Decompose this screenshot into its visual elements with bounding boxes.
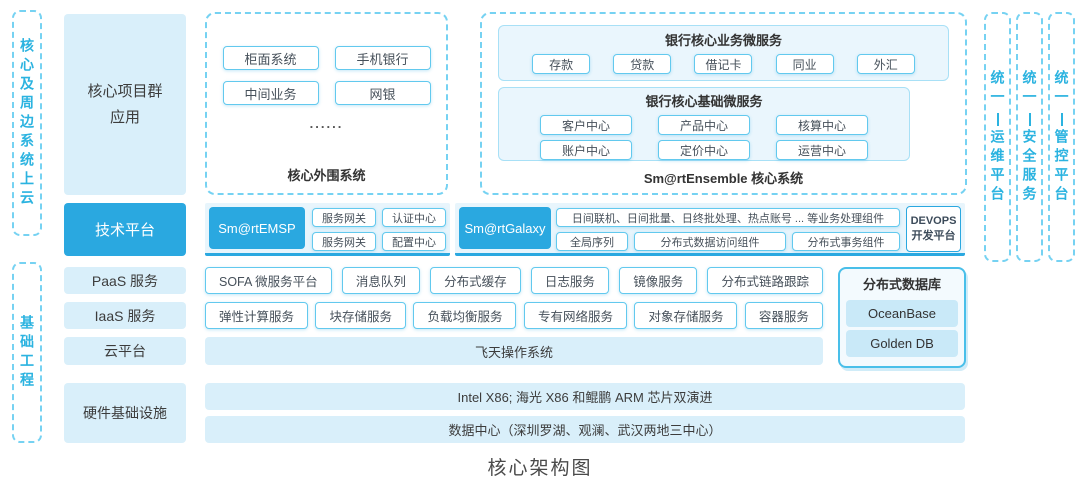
node-batch-components: 日间联机、日间批量、日终批处理、热点账号 ... 等业务处理组件	[556, 208, 900, 227]
peripheral-node-mobile-banking: 手机银行	[334, 46, 431, 70]
rail-divider	[1028, 112, 1031, 126]
galaxy-label: Sm@rtGalaxy	[464, 220, 546, 236]
business-microservices-row: 存款 贷款 借记卡 同业 外汇	[509, 54, 938, 74]
side-iaas-label: IaaS 服务	[94, 307, 156, 324]
side-iaas-block: IaaS 服务	[64, 302, 186, 329]
base-microservices-row-1: 客户中心 产品中心 核算中心	[507, 115, 901, 135]
node-distributed-transaction: 分布式事务组件	[792, 232, 900, 251]
galaxy-block: Sm@rtGalaxy	[459, 207, 551, 249]
right-rail-control-prefix: 统一	[1053, 69, 1070, 108]
ensemble-core-panel: 银行核心业务微服务 存款 贷款 借记卡 同业 外汇 银行核心基础微服务 客户中心…	[480, 12, 967, 195]
right-rail-ops-prefix: 统一	[989, 69, 1006, 108]
side-paas-block: PaaS 服务	[64, 267, 186, 294]
left-rail-core-cloud: 核心及周边系统上云	[12, 10, 42, 236]
node-operation-center: 运营中心	[776, 140, 868, 160]
right-rail-security-prefix: 统一	[1021, 69, 1038, 108]
node-loan: 贷款	[613, 54, 672, 74]
business-microservices-group: 银行核心业务微服务 存款 贷款 借记卡 同业 外汇	[498, 25, 949, 81]
left-rail-core-cloud-label: 核心及周边系统上云	[19, 37, 35, 209]
right-rail-security-label: 安全服务	[1021, 128, 1038, 205]
node-deposit: 存款	[532, 54, 591, 74]
node-block-storage: 块存储服务	[315, 302, 406, 329]
distributed-database-title: 分布式数据库	[862, 277, 941, 292]
node-auth-center: 认证中心	[382, 208, 446, 227]
peripheral-row-2: 中间业务 网银	[222, 81, 431, 105]
side-tech-label: 技术平台	[94, 222, 155, 239]
node-product-center: 产品中心	[658, 115, 750, 135]
node-sofa-platform: SOFA 微服务平台	[205, 267, 332, 294]
side-hardware-label: 硬件基础设施	[83, 405, 167, 421]
chip-evolution-bar: Intel X86; 海光 X86 和鲲鹏 ARM 芯片双演进	[205, 383, 965, 410]
rail-divider	[1060, 112, 1063, 126]
emsp-block: Sm@rtEMSP	[209, 207, 305, 249]
peripheral-ellipsis: ......	[309, 116, 344, 131]
node-account-center: 账户中心	[540, 140, 632, 160]
node-private-network: 专有网络服务	[523, 302, 627, 329]
right-rail-ops-platform: 统一 运维平台	[984, 12, 1011, 262]
base-microservices-group: 银行核心基础微服务 客户中心 产品中心 核算中心 账户中心 定价中心 运营中心	[498, 87, 910, 161]
rail-divider	[996, 112, 999, 126]
side-cloud-block: 云平台	[64, 337, 186, 365]
node-customer-center: 客户中心	[540, 115, 632, 135]
peripheral-panel-label: 核心外围系统	[287, 168, 366, 183]
right-rail-control-platform: 统一 管控平台	[1048, 12, 1075, 262]
side-paas-label: PaaS 服务	[91, 272, 159, 289]
node-log-service: 日志服务	[530, 267, 609, 294]
node-object-storage: 对象存储服务	[634, 302, 738, 329]
left-rail-infrastructure-label: 基础工程	[19, 314, 35, 391]
right-rail-control-label: 管控平台	[1053, 128, 1070, 205]
feitian-os-label: 飞天操作系统	[474, 344, 553, 360]
side-tech-block: 技术平台	[64, 203, 186, 256]
side-apps-block: 核心项目群应用	[64, 14, 186, 195]
node-container-service: 容器服务	[744, 302, 823, 329]
node-distributed-cache: 分布式缓存	[430, 267, 521, 294]
peripheral-node-online-banking: 网银	[334, 81, 431, 105]
side-hardware-block: 硬件基础设施	[64, 383, 186, 443]
node-pricing-center: 定价中心	[658, 140, 750, 160]
ensemble-panel-label: Sm@rtEnsemble 核心系统	[643, 171, 804, 186]
peripheral-node-counter: 柜面系统	[222, 46, 319, 70]
devops-platform-block: DEVOPS 开发平台	[906, 206, 961, 252]
feitian-os-bar: 飞天操作系统	[205, 337, 823, 365]
data-center-bar: 数据中心（深圳罗湖、观澜、武汉两地三中心）	[205, 416, 965, 443]
galaxy-strip: Sm@rtGalaxy 日间联机、日间批量、日终批处理、热点账号 ... 等业务…	[455, 203, 965, 256]
side-apps-label: 核心项目群应用	[87, 83, 163, 126]
base-microservices-row-2: 账户中心 定价中心 运营中心	[507, 140, 901, 160]
node-global-sequence: 全局序列	[556, 232, 628, 251]
node-image-service: 镜像服务	[619, 267, 698, 294]
node-goldendb: Golden DB	[846, 330, 958, 357]
business-microservices-title: 银行核心业务微服务	[664, 33, 782, 48]
peripheral-node-intermediate-business: 中间业务	[222, 81, 319, 105]
node-service-gateway-1: 服务网关	[312, 208, 376, 227]
node-message-queue: 消息队列	[341, 267, 420, 294]
diagram-caption: 核心架构图	[487, 458, 593, 479]
left-rail-infrastructure: 基础工程	[12, 262, 42, 443]
iaas-row: 弹性计算服务 块存储服务 负载均衡服务 专有网络服务 对象存储服务 容器服务	[205, 302, 823, 329]
distributed-database-box: 分布式数据库 OceanBase Golden DB	[838, 267, 966, 368]
node-accounting-center: 核算中心	[776, 115, 868, 135]
node-service-gateway-2: 服务网关	[312, 232, 376, 251]
paas-row: SOFA 微服务平台 消息队列 分布式缓存 日志服务 镜像服务 分布式链路跟踪	[205, 267, 823, 294]
node-interbank: 同业	[775, 54, 834, 74]
peripheral-row-1: 柜面系统 手机银行	[222, 46, 431, 70]
node-elastic-compute: 弹性计算服务	[205, 302, 309, 329]
node-debit-card: 借记卡	[694, 54, 753, 74]
emsp-strip: Sm@rtEMSP 服务网关 认证中心 服务网关 配置中心	[205, 203, 450, 256]
node-oceanbase: OceanBase	[846, 300, 958, 327]
peripheral-systems-panel: 柜面系统 手机银行 中间业务 网银 ...... 核心外围系统	[205, 12, 448, 195]
node-load-balancer: 负载均衡服务	[413, 302, 517, 329]
base-microservices-title: 银行核心基础微服务	[645, 94, 763, 109]
chip-evolution-label: Intel X86; 海光 X86 和鲲鹏 ARM 芯片双演进	[457, 390, 713, 405]
node-distributed-data-access: 分布式数据访问组件	[634, 232, 786, 251]
right-rail-ops-label: 运维平台	[989, 128, 1006, 205]
node-config-center: 配置中心	[382, 232, 446, 251]
node-distributed-tracing: 分布式链路跟踪	[707, 267, 823, 294]
emsp-label: Sm@rtEMSP	[218, 220, 296, 236]
node-forex: 外汇	[856, 54, 915, 74]
side-cloud-label: 云平台	[104, 343, 146, 359]
right-rail-security-service: 统一 安全服务	[1016, 12, 1043, 262]
data-center-label: 数据中心（深圳罗湖、观澜、武汉两地三中心）	[448, 423, 722, 438]
